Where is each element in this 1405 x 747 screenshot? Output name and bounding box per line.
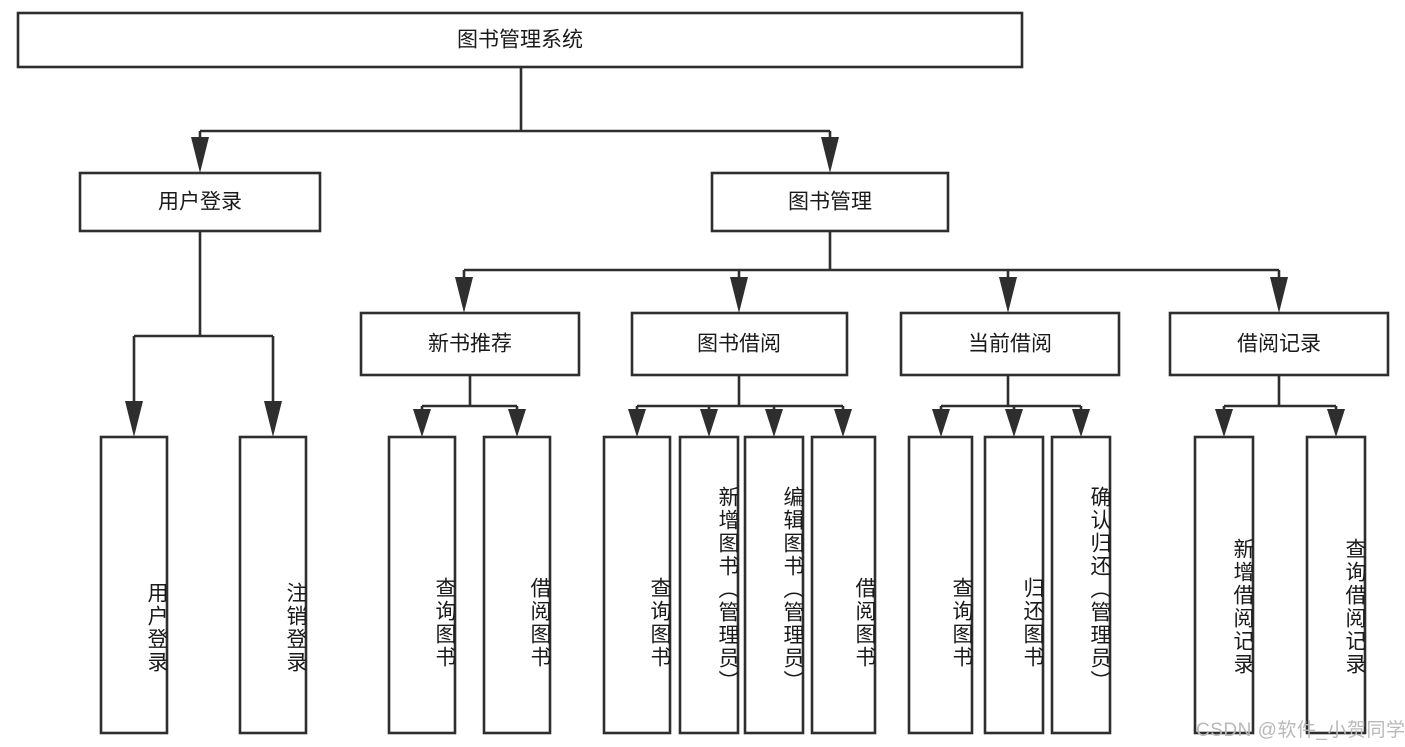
node-leaf-user-login-box[interactable] xyxy=(99,435,169,735)
node-leaf-user-login-label: 用户登录 xyxy=(145,582,167,674)
node-leaf-borrow-book[interactable]: 借阅图书 xyxy=(812,437,875,733)
node-book-management-box[interactable] xyxy=(710,171,950,233)
node-leaf-return-book[interactable]: 归还图书 xyxy=(985,437,1043,733)
node-leaf-query-book-current-box[interactable] xyxy=(907,435,974,735)
connector-group-borrow-record xyxy=(1215,375,1345,437)
leaf-boxes xyxy=(99,435,1367,735)
node-leaf-query-borrow-record[interactable]: 查询借阅记录 xyxy=(1307,437,1365,733)
connector-group-current-borrow xyxy=(932,375,1090,437)
connector-group-book-management xyxy=(455,231,1288,313)
node-leaf-add-book[interactable]: 新增图书（管理员） xyxy=(680,437,738,733)
node-book-management-label: 图书管理 xyxy=(788,191,872,214)
node-leaf-query-book-recommend[interactable]: 查询图书 xyxy=(389,437,455,733)
node-leaf-add-book-box[interactable] xyxy=(678,435,740,735)
node-leaf-logout-label: 注销登录 xyxy=(284,582,306,674)
connector-group-book-borrow xyxy=(628,375,852,437)
connector-group-root xyxy=(191,67,839,173)
arrow-head-leaf-query-book-current xyxy=(932,409,950,437)
node-leaf-query-book-current[interactable]: 查询图书 xyxy=(909,437,972,733)
arrow-head-leaf-user-login xyxy=(125,401,143,437)
node-user-login-label: 用户登录 xyxy=(158,191,242,214)
node-leaf-confirm-return-box[interactable] xyxy=(1050,435,1112,735)
node-leaf-query-borrow-record-label: 查询借阅记录 xyxy=(1343,538,1365,676)
arrow-head-book-management xyxy=(821,137,839,173)
node-root-box[interactable] xyxy=(16,11,1024,69)
node-book-borrow[interactable]: 图书借阅 xyxy=(630,311,849,377)
arrow-head-new-book-recommend xyxy=(455,277,473,313)
node-leaf-user-login[interactable]: 用户登录 xyxy=(101,437,167,733)
node-current-borrow-label: 当前借阅 xyxy=(968,333,1052,356)
node-book-borrow-label: 图书借阅 xyxy=(697,333,781,356)
arrow-head-leaf-add-borrow-record xyxy=(1215,409,1233,437)
node-new-book-recommend-box[interactable] xyxy=(359,311,581,377)
node-leaf-return-book-label: 归还图书 xyxy=(1021,577,1043,669)
arrow-head-book-borrow xyxy=(730,277,748,313)
arrow-head-leaf-confirm-return xyxy=(1072,409,1090,437)
node-borrow-record-label: 借阅记录 xyxy=(1237,333,1321,356)
node-leaf-edit-book-label: 编辑图书（管理员） xyxy=(781,485,803,693)
node-root[interactable]: 图书管理系统 xyxy=(16,11,1024,69)
connector-group-new-book-recommend xyxy=(413,375,526,437)
node-leaf-query-book-borrow[interactable]: 查询图书 xyxy=(604,437,670,733)
arrow-head-leaf-return-book xyxy=(1005,409,1023,437)
arrow-head-leaf-add-book xyxy=(700,409,718,437)
node-leaf-edit-book[interactable]: 编辑图书（管理员） xyxy=(745,437,803,733)
arrow-head-leaf-borrow-book xyxy=(834,409,852,437)
node-leaf-add-borrow-record-label: 新增借阅记录 xyxy=(1231,538,1253,676)
node-leaf-edit-book-box[interactable] xyxy=(743,435,805,735)
node-leaf-return-book-box[interactable] xyxy=(983,435,1045,735)
arrow-head-borrow-record xyxy=(1270,277,1288,313)
node-user-login[interactable]: 用户登录 xyxy=(78,171,322,233)
node-leaf-query-borrow-record-box[interactable] xyxy=(1305,435,1367,735)
arrow-head-leaf-logout xyxy=(264,401,282,437)
arrow-head-current-borrow xyxy=(999,277,1017,313)
node-leaf-query-book-recommend-box[interactable] xyxy=(387,435,457,735)
node-book-management[interactable]: 图书管理 xyxy=(710,171,950,233)
arrow-head-leaf-query-borrow-record xyxy=(1327,409,1345,437)
node-current-borrow[interactable]: 当前借阅 xyxy=(899,311,1121,377)
arrow-head-user-login xyxy=(191,137,209,173)
node-leaf-borrow-book-recommend-box[interactable] xyxy=(482,435,552,735)
node-book-borrow-box[interactable] xyxy=(630,311,849,377)
node-root-label: 图书管理系统 xyxy=(457,29,583,52)
node-leaf-confirm-return[interactable]: 确认归还（管理员） xyxy=(1052,437,1110,733)
node-leaf-query-book-current-label: 查询图书 xyxy=(950,577,972,669)
node-leaf-confirm-return-label: 确认归还（管理员） xyxy=(1088,485,1110,693)
node-leaf-add-book-label: 新增图书（管理员） xyxy=(716,485,738,693)
node-leaf-borrow-book-box[interactable] xyxy=(810,435,877,735)
node-leaf-borrow-book-recommend-label: 借阅图书 xyxy=(528,577,550,669)
node-new-book-recommend-label: 新书推荐 xyxy=(428,333,512,356)
node-leaf-query-book-borrow-label: 查询图书 xyxy=(648,577,670,669)
arrow-head-leaf-borrow-book-recommend xyxy=(508,409,526,437)
node-borrow-record-box[interactable] xyxy=(1168,311,1390,377)
node-current-borrow-box[interactable] xyxy=(899,311,1121,377)
node-borrow-record[interactable]: 借阅记录 xyxy=(1168,311,1390,377)
node-new-book-recommend[interactable]: 新书推荐 xyxy=(359,311,581,377)
node-leaf-logout[interactable]: 注销登录 xyxy=(240,437,306,733)
arrow-head-leaf-edit-book xyxy=(765,409,783,437)
node-leaf-add-borrow-record[interactable]: 新增借阅记录 xyxy=(1195,437,1253,733)
node-leaf-logout-box[interactable] xyxy=(238,435,308,735)
node-user-login-box[interactable] xyxy=(78,171,322,233)
arrow-head-leaf-query-book-borrow xyxy=(628,409,646,437)
node-leaf-borrow-book-recommend[interactable]: 借阅图书 xyxy=(484,437,550,733)
node-leaf-query-book-borrow-box[interactable] xyxy=(602,435,672,735)
arrow-head-leaf-query-book-recommend xyxy=(413,409,431,437)
node-leaf-query-book-recommend-label: 查询图书 xyxy=(433,577,455,669)
csdn-watermark: CSDN @软件_小贺同学 xyxy=(1196,720,1405,741)
node-leaf-add-borrow-record-box[interactable] xyxy=(1193,435,1255,735)
connector-group-user-login xyxy=(125,231,282,437)
node-leaf-borrow-book-label: 借阅图书 xyxy=(853,577,875,669)
